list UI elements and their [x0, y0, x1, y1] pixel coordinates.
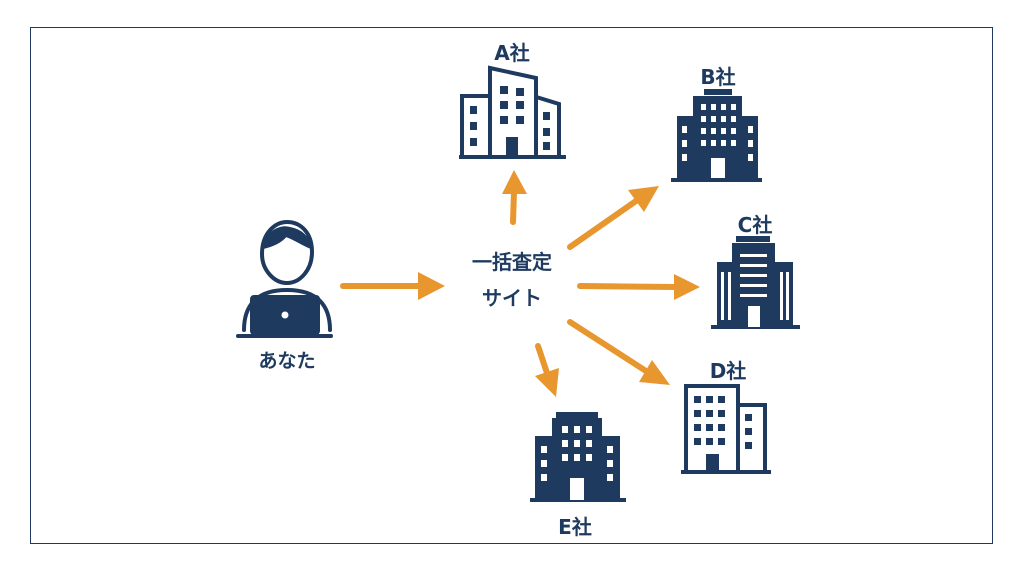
user-label: あなた [258, 350, 316, 372]
hub-label-line2: サイト [482, 286, 542, 310]
building-b-icon [671, 89, 762, 182]
arrow-hub-to-d [567, 319, 649, 374]
arrow-head-hub-to-c [674, 274, 700, 300]
building-a-icon [459, 65, 566, 159]
company-b-label: B社 [700, 65, 736, 89]
diagram-frame [30, 27, 993, 544]
arrow-hub-to-a [510, 189, 517, 225]
company-c-label: C社 [737, 213, 773, 237]
arrow-head-hub-to-a [502, 170, 527, 194]
arrow-head-user-to-hub [418, 272, 445, 300]
building-c-icon [711, 236, 800, 329]
company-d-label: D社 [709, 359, 747, 383]
bulk-appraisal-site-label: 一括査定 サイト [472, 244, 552, 316]
building-e-icon [530, 412, 626, 502]
arrow-hub-to-b [567, 198, 639, 250]
building-d-icon [681, 384, 771, 474]
arrow-head-hub-to-e [535, 368, 559, 397]
arrows [340, 170, 700, 397]
arrow-head-hub-to-b [628, 186, 659, 212]
company-e-label: E社 [558, 515, 592, 539]
arrow-head-hub-to-d [639, 360, 670, 385]
arrow-hub-to-e [535, 343, 550, 376]
person-with-laptop-icon [236, 220, 333, 338]
company-a-label: A社 [494, 41, 530, 65]
arrow-hub-to-c [577, 283, 679, 290]
hub-label-line1: 一括査定 [472, 250, 552, 274]
